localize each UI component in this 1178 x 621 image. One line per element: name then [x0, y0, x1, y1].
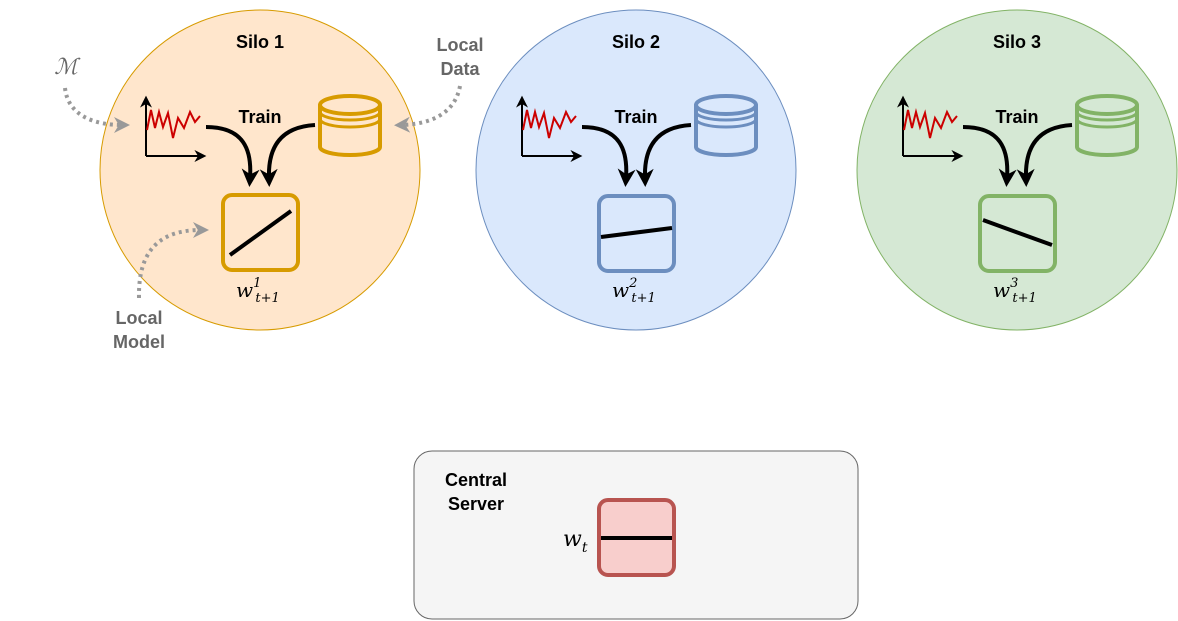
- silo-1-database-icon: [318, 94, 382, 157]
- silo-2-train-arrow-left: [581, 125, 636, 187]
- silo-3-model-line: [982, 218, 1053, 247]
- silo-3-model-box: [978, 194, 1057, 273]
- local-data-arrow: [394, 85, 462, 133]
- silo-2-train-arrow-right: [635, 123, 692, 187]
- silo-2-model-box: [597, 194, 676, 273]
- silo-3-database-icon: [1075, 94, 1139, 157]
- annotations: ℳ Local Data Local Model: [54, 35, 483, 352]
- local-data-label-line1: Local: [436, 35, 483, 55]
- silo-3-title: Silo 3: [993, 32, 1041, 52]
- silo-3-train-arrow-right: [1016, 123, 1073, 187]
- silo-1-train-arrow-right: [259, 123, 316, 187]
- silo-1-title: Silo 1: [236, 32, 284, 52]
- silo-3-train-arrow-left: [962, 125, 1017, 187]
- silo-1-train-arrow-left: [205, 125, 260, 187]
- local-model-label-line2: Model: [113, 332, 165, 352]
- model-symbol: ℳ: [54, 55, 81, 80]
- central-server-title-line2: Server: [448, 494, 504, 514]
- silo-3-train-label: Train: [995, 107, 1038, 127]
- model-symbol-arrow: [63, 87, 130, 133]
- local-data-label-line2: Data: [440, 59, 480, 79]
- global-weight-label: wt: [563, 527, 588, 556]
- silo-1-model-box: [221, 193, 300, 272]
- silo-1-train-label: Train: [238, 107, 281, 127]
- local-model-arrow: [136, 222, 209, 299]
- central-server: Central Server wt: [413, 450, 859, 620]
- silo-3-time-series-icon: [897, 95, 964, 162]
- silo-2-database-icon: [694, 94, 758, 157]
- silo-1-model-line: [228, 209, 293, 257]
- local-model-label-line1: Local: [115, 308, 162, 328]
- silo-2-title: Silo 2: [612, 32, 660, 52]
- silo-2-model-line: [600, 226, 673, 239]
- silo-1-time-series-icon: [140, 95, 207, 162]
- silo-2-time-series-icon: [516, 95, 583, 162]
- silo-2-train-label: Train: [614, 107, 657, 127]
- central-server-title-line1: Central: [445, 470, 507, 490]
